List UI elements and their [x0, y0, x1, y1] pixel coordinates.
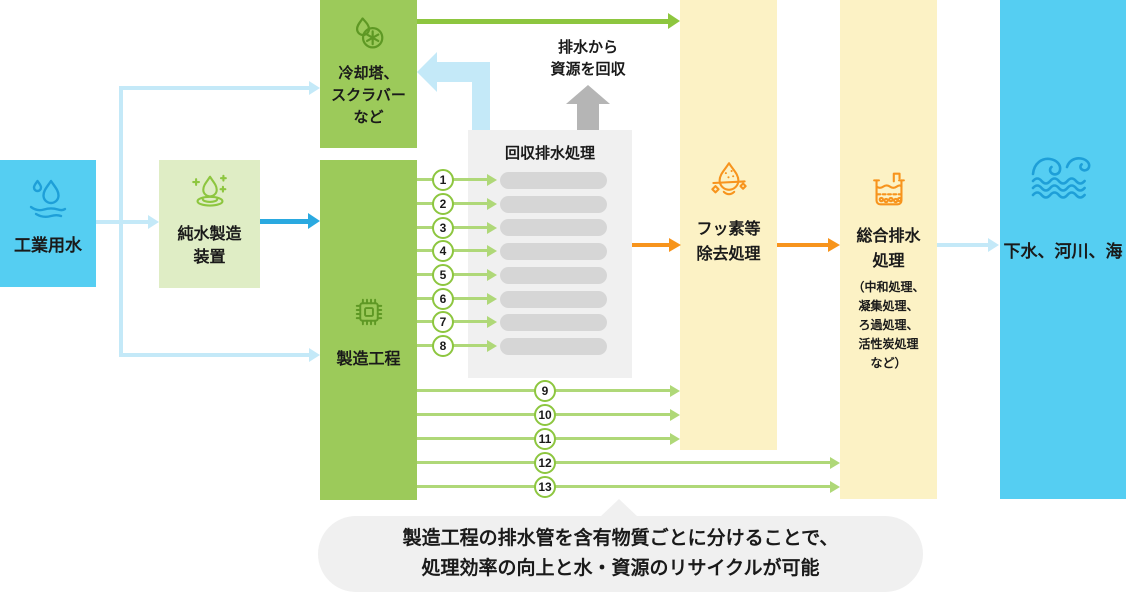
cooling-label-line1: 冷却塔、	[338, 65, 399, 82]
discharge-box: 下水、河川、海	[1000, 0, 1126, 499]
resource-recovery-arrowhead	[566, 85, 610, 104]
arrowhead-to-cooling	[309, 81, 320, 95]
resource-recovery-shaft	[577, 104, 599, 130]
recycle-line-horizontal	[437, 62, 490, 82]
comprehensive-label-line2: 処理	[872, 253, 905, 270]
comprehensive-sub-line: など）	[870, 356, 907, 370]
treatment-tank-icon	[866, 166, 912, 212]
supply-line-to-manufacturing	[119, 353, 310, 357]
fluorine-filter-drop-icon	[704, 158, 754, 208]
cooling-drain-arrowhead	[668, 13, 680, 29]
pipe-arrowhead-13	[830, 481, 840, 493]
comprehensive-sub-line: 活性炭処理	[858, 337, 919, 351]
pipe-number-11: 11	[534, 428, 556, 450]
cooling-label-line2: スクラバー	[331, 87, 406, 104]
pipe-arrowhead-8	[487, 340, 497, 352]
to-comprehensive-arrowhead	[828, 238, 840, 252]
recovered-wastewater-title: 回収排水処理	[504, 145, 595, 162]
cooling-drop-snowflake-icon	[347, 13, 391, 57]
pipe-number-7: 7	[432, 311, 454, 333]
pipe-arrowhead-3	[487, 222, 497, 234]
treatment-lane-bar	[500, 243, 607, 260]
pure-water-feed-arrowhead	[308, 213, 320, 229]
pure-water-drop-icon	[187, 171, 233, 217]
arrowhead-to-manufacturing	[309, 348, 320, 362]
pipe-arrowhead-9	[670, 385, 680, 397]
pure-water-label-line1: 純水製造	[177, 226, 242, 243]
comprehensive-treatment-box: 総合排水 処理 （中和処理、 凝集処理、 ろ過処理、 活性炭処理 など）	[840, 0, 937, 499]
pipe-arrowhead-1	[487, 174, 497, 186]
pipe-arrowhead-7	[487, 316, 497, 328]
pure-water-feed-line	[260, 219, 308, 224]
treatment-lane-bar	[500, 267, 607, 284]
pipe-line-12	[417, 461, 830, 464]
supply-line-to-cooling	[119, 86, 310, 90]
pipe-arrowhead-4	[487, 245, 497, 257]
fluorine-removal-box: フッ素等 除去処理	[680, 0, 777, 450]
pipe-arrowhead-6	[487, 293, 497, 305]
pipe-number-9: 9	[534, 380, 556, 402]
pipe-line-13	[417, 485, 830, 488]
treatment-lane-bar	[500, 314, 607, 331]
resource-note-line2: 資源を回収	[550, 61, 626, 78]
comprehensive-sub-line: （中和処理、	[852, 280, 925, 294]
fluorine-label-line2: 除去処理	[696, 246, 761, 263]
callout-pointer	[600, 499, 638, 517]
treatment-lane-bar	[500, 196, 607, 213]
comprehensive-sub-line: 凝集処理、	[858, 299, 919, 313]
pure-water-box: 純水製造 装置	[159, 160, 260, 288]
treatment-lane-bar	[500, 338, 607, 355]
pipe-arrowhead-10	[670, 409, 680, 421]
callout-bubble: 製造工程の排水管を含有物質ごとに分けることで、 処理効率の向上と水・資源のリサイ…	[318, 516, 923, 592]
callout-line2: 処理効率の向上と水・資源のリサイクルが可能	[421, 558, 820, 579]
pipe-arrowhead-2	[487, 198, 497, 210]
industrial-water-box: 工業用水	[0, 160, 96, 287]
to-comprehensive-line	[777, 243, 828, 247]
pipe-arrowhead-12	[830, 457, 840, 469]
resource-note-line1: 排水から	[557, 39, 618, 56]
cooling-drain-line	[417, 19, 668, 24]
treatment-lane-bar	[500, 219, 607, 236]
pipe-number-3: 3	[432, 217, 454, 239]
treatment-lane-bar	[500, 172, 607, 189]
wave-icon	[1025, 150, 1101, 206]
callout-line1: 製造工程の排水管を含有物質ごとに分けることで、	[402, 528, 839, 549]
to-discharge-line	[937, 243, 988, 247]
water-drop-icon	[24, 174, 72, 222]
pipe-number-13: 13	[534, 476, 556, 498]
arrowhead-to-pure-water	[148, 215, 159, 229]
industrial-water-label: 工業用水	[14, 236, 82, 255]
fluorine-label-line1: フッ素等	[696, 221, 761, 238]
pipe-number-8: 8	[432, 335, 454, 357]
pipe-number-1: 1	[432, 169, 454, 191]
cooling-label-line3: など	[353, 109, 384, 126]
pipe-arrowhead-11	[670, 433, 680, 445]
recycle-arrowhead	[417, 52, 437, 92]
treatment-lane-bar	[500, 291, 607, 308]
cooling-tower-box: 冷却塔、 スクラバー など	[320, 0, 417, 148]
to-discharge-arrowhead	[988, 238, 999, 252]
comprehensive-label-line1: 総合排水	[856, 228, 921, 245]
comprehensive-sub-line: ろ過処理、	[858, 318, 919, 332]
pipe-number-6: 6	[432, 288, 454, 310]
supply-line-to-pure-water	[96, 220, 149, 224]
manufacturing-process-box: 製造工程	[320, 160, 417, 500]
discharge-label: 下水、河川、海	[1003, 242, 1123, 261]
pipe-number-12: 12	[534, 452, 556, 474]
pure-water-label-line2: 装置	[193, 249, 226, 266]
pipe-number-5: 5	[432, 264, 454, 286]
microchip-icon	[348, 291, 390, 333]
manufacturing-label: 製造工程	[336, 351, 401, 368]
pipe-number-10: 10	[534, 404, 556, 426]
pipe-number-4: 4	[432, 240, 454, 262]
to-fluorine-arrowhead	[669, 238, 681, 252]
pipe-arrowhead-5	[487, 269, 497, 281]
recycle-line-vertical	[472, 82, 490, 130]
pipe-number-2: 2	[432, 193, 454, 215]
to-fluorine-line	[632, 243, 669, 247]
